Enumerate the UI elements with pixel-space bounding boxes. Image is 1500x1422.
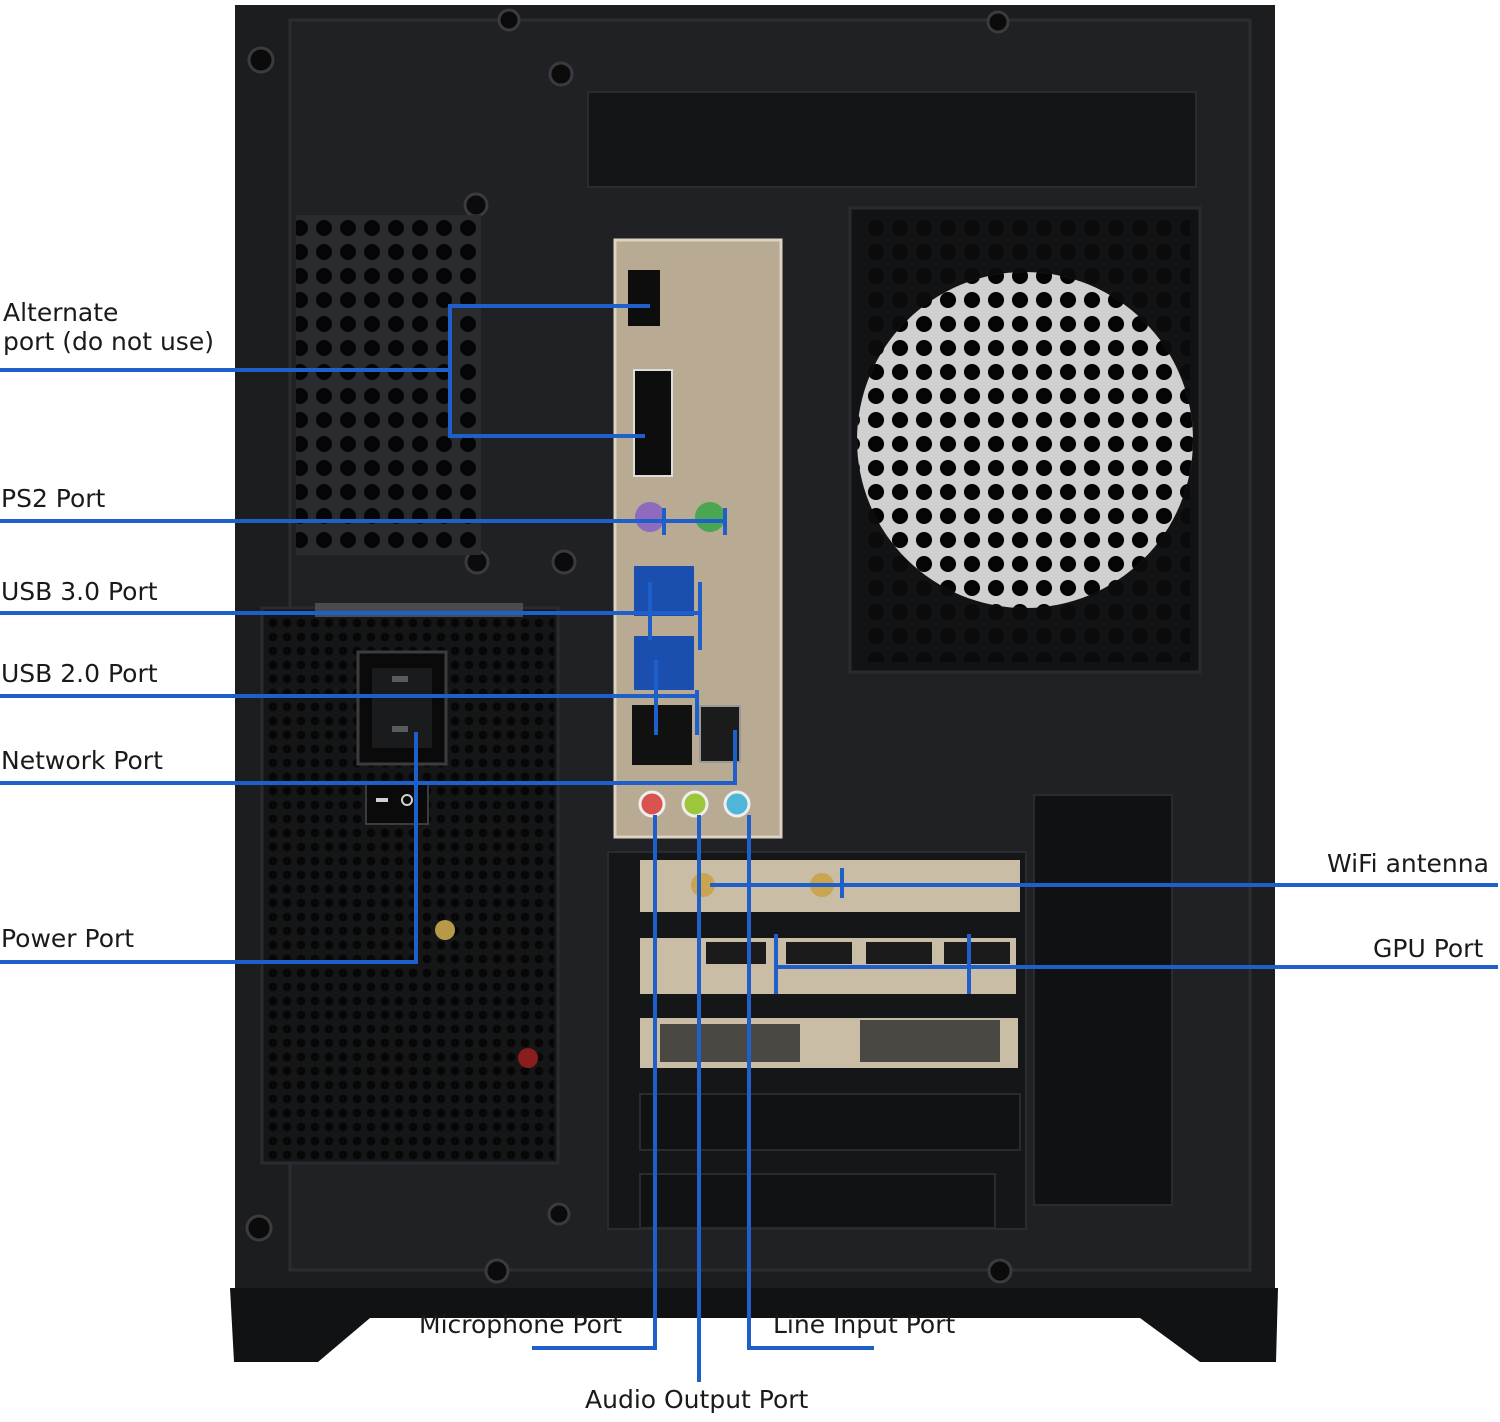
label-wifi-antenna: WiFi antenna bbox=[1327, 849, 1489, 878]
label-microphone-port: Microphone Port bbox=[419, 1310, 623, 1339]
power-supply bbox=[260, 603, 560, 1165]
callout-power-port bbox=[0, 732, 418, 964]
callout-alternate-port bbox=[0, 304, 650, 372]
label-gpu-port: GPU Port bbox=[1373, 934, 1484, 963]
label-usb3-port: USB 3.0 Port bbox=[1, 577, 158, 606]
exhaust-fan bbox=[848, 206, 1202, 674]
callout-microphone-port bbox=[532, 815, 657, 1350]
expansion-slots bbox=[607, 794, 1173, 1230]
callout-line-input-port bbox=[747, 815, 874, 1350]
label-network-port: Network Port bbox=[1, 746, 163, 775]
label-alternate-port-line1: Alternate bbox=[3, 298, 119, 327]
label-line-input-port: Line Input Port bbox=[773, 1310, 956, 1339]
callout-network-port bbox=[0, 730, 737, 785]
io-shield bbox=[613, 238, 783, 839]
label-usb2-port: USB 2.0 Port bbox=[1, 659, 158, 688]
callout-lines bbox=[0, 304, 1498, 1382]
callout-alternate-port-dvi bbox=[448, 370, 645, 438]
label-audio-output-port: Audio Output Port bbox=[585, 1385, 809, 1414]
label-power-port: Power Port bbox=[1, 924, 135, 953]
left-vent bbox=[296, 215, 481, 555]
label-alternate-port-line2: port (do not use) bbox=[3, 327, 214, 356]
label-ps2-port: PS2 Port bbox=[1, 484, 106, 513]
